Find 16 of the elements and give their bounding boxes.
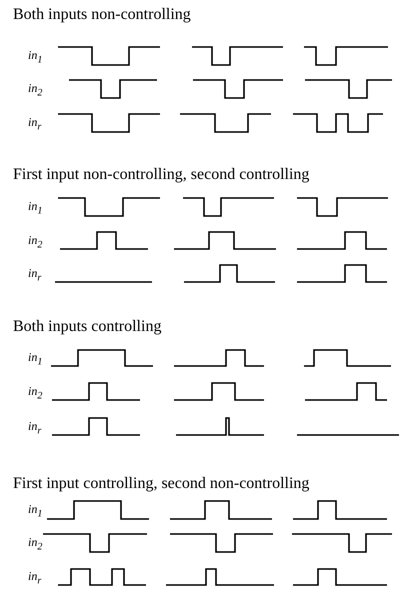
section-heading: Both inputs non-controlling — [13, 6, 191, 24]
signal-name: in$_{2}$ — [28, 384, 42, 403]
signal-name: in$_{2}$ — [28, 535, 42, 554]
signal-name: in$_{r}$ — [28, 418, 42, 438]
signal-name: in$_{1}$ — [28, 199, 42, 218]
section-heading: Both inputs controlling — [13, 318, 162, 336]
section-heading: First input non-controlling, second controlling — [13, 166, 310, 184]
signal-name: in$_{2}$ — [28, 232, 42, 252]
signal-name: in$_{1}$ — [28, 350, 42, 370]
signal-name: in$_{2}$ — [28, 81, 42, 100]
section-heading: First input controlling, second non-controlling — [13, 475, 310, 493]
signal-name: in$_{r}$ — [28, 569, 42, 588]
signal-name: in$_{1}$ — [28, 48, 42, 68]
signal-name: in$_{r}$ — [28, 115, 42, 134]
signal-name: in$_{1}$ — [28, 502, 42, 522]
signal-name: in$_{r}$ — [28, 266, 42, 285]
